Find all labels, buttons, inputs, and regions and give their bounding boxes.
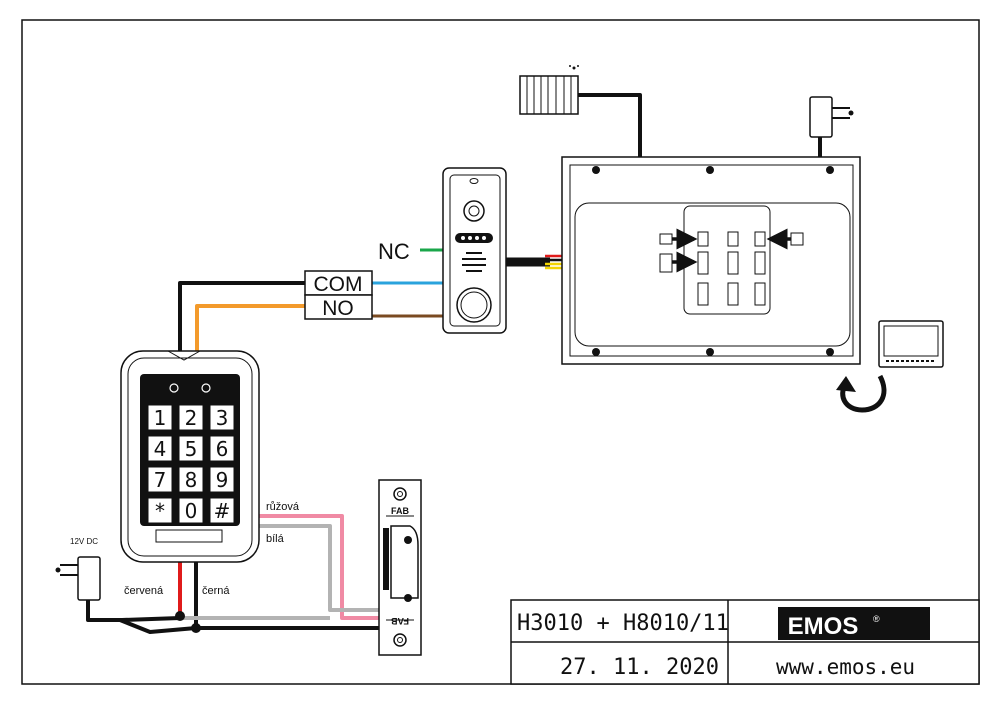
- keypad-key: #: [214, 499, 231, 523]
- red-wire-label: červená: [124, 585, 164, 597]
- keypad-key-bg: [209, 404, 235, 431]
- date-label: 27. 11. 2020: [560, 655, 719, 680]
- keypad-key-bg: [147, 497, 173, 524]
- supply-adapter-icon: [55, 556, 101, 601]
- keypad-key: 4: [154, 437, 167, 461]
- keypad-key: 2: [185, 406, 198, 430]
- red-joint: [175, 611, 185, 621]
- keypad-key: 5: [185, 437, 198, 461]
- com-label: COM: [314, 273, 363, 296]
- outdoor-unit: [442, 167, 507, 334]
- lock-bottom-label: FAB: [390, 616, 409, 626]
- keypad-key-bg: [147, 466, 173, 493]
- drawing-frame: [21, 19, 980, 685]
- lock-top-label: FAB: [391, 506, 410, 516]
- led-left-icon: [169, 383, 179, 393]
- keypad-key: 9: [216, 468, 229, 492]
- keypad-key-bg: [178, 404, 204, 431]
- keypad-key-bg: [147, 435, 173, 462]
- keypad-key: 8: [185, 468, 198, 492]
- keypad-key-bg: [147, 404, 173, 431]
- nc-label: NC: [378, 239, 410, 264]
- keypad-key: 0: [185, 499, 198, 523]
- keypad-key-bg: [178, 466, 204, 493]
- black-wire-label: černá: [202, 585, 230, 597]
- supply-label: 12V DC: [70, 537, 98, 546]
- keypad-key-bg: [178, 497, 204, 524]
- keypad-key-bg: [209, 497, 235, 524]
- brand-logo: [778, 607, 930, 640]
- website-label: www.emos.eu: [776, 655, 915, 679]
- brand-mark: ®: [873, 614, 880, 624]
- keypad-key-bg: [209, 466, 235, 493]
- power-adapter-icon: [809, 96, 854, 138]
- keypad-key-bg: [178, 435, 204, 462]
- white-wire-label: bílá: [266, 533, 285, 545]
- doorbell-chime-icon: [519, 65, 579, 115]
- model-label: H3010 + H8010/11: [517, 611, 729, 636]
- com-label-box: [304, 270, 373, 296]
- black-joint: [191, 623, 201, 633]
- pink-wire-label: růžová: [266, 501, 300, 513]
- brand-text: EMOS: [788, 613, 859, 640]
- keypad-key: *: [155, 499, 165, 523]
- keypad-key: 1: [154, 406, 167, 430]
- keypad-key: 3: [216, 406, 229, 430]
- electric-lock: [378, 479, 422, 656]
- rotate-arrow-icon: [836, 374, 887, 413]
- no-label: NO: [322, 297, 354, 320]
- title-block: [510, 599, 980, 685]
- monitor-back-panel: [561, 156, 861, 365]
- no-label-box: [304, 294, 373, 320]
- keypad-key-bg: [209, 435, 235, 462]
- led-right-icon: [201, 383, 211, 393]
- keypad-key: 6: [216, 437, 229, 461]
- keypad-key: 7: [154, 468, 167, 492]
- monitor-front-icon: [878, 320, 944, 368]
